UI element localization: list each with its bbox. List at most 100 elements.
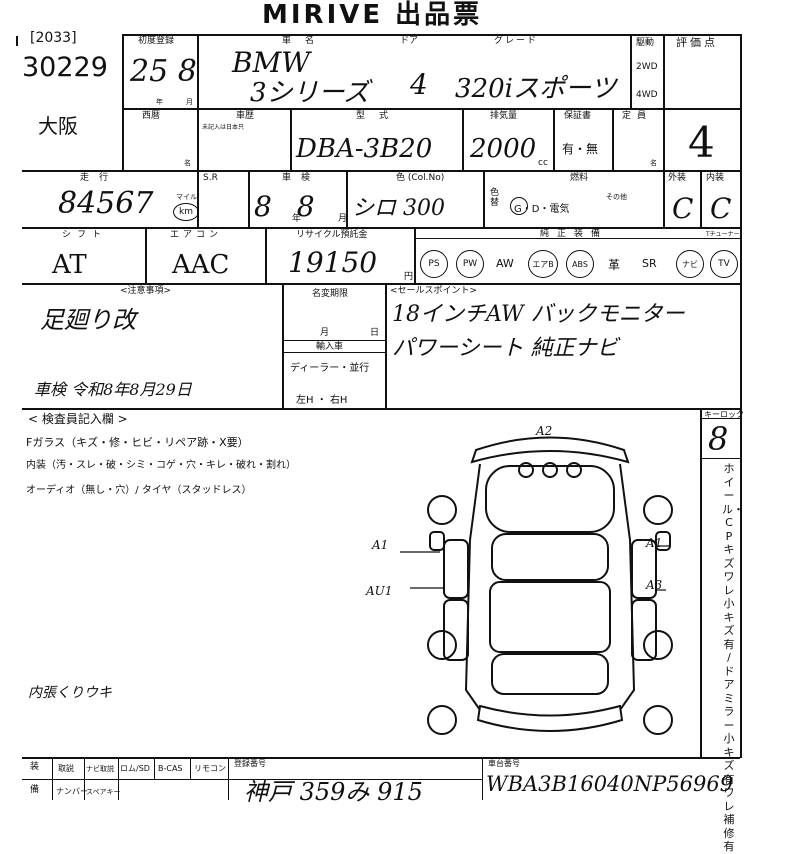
grid-line [228,757,229,800]
inspection-glass: Fガラス（キズ・修・ヒビ・リペア跡・X要） [26,436,249,449]
grid-line [612,108,614,170]
grid-line [145,227,147,283]
grid-line [282,283,284,408]
first-reg-value: 25 8 [130,54,197,89]
lot-number: 30229 [22,52,108,83]
shaken-label: 車検 [282,173,321,183]
chassis-value: WBA3B16040NP56969 [486,772,734,796]
wheel-spare-right [643,705,673,735]
nishiki-label: 西暦 [142,111,161,121]
equip-navi-mark: ナビ [676,250,704,278]
car-left-rear-door [443,599,469,661]
drive-4wd: 4WD [636,90,658,100]
wheel-front-center-c [566,462,582,478]
equip-pw-text: PW [462,259,478,269]
grid-line [22,779,482,780]
shift-value: AT [52,250,87,280]
warranty-value: 有・無 [562,142,599,156]
car-hood [485,465,615,533]
grid-line [122,108,740,110]
equip-ps-mark: PS [420,250,448,278]
grid-line [290,108,292,170]
wheel-front-center-b [542,462,558,478]
grid-line [248,170,250,227]
notes-label: <注意事項> [120,286,172,296]
footer-remote: リモコン [194,764,226,773]
grid-line [663,34,665,170]
grid-line [630,34,632,108]
grid-line [197,170,199,227]
grid-line [22,283,740,285]
equip-abs-mark: ABS [566,250,594,278]
grid-line [700,418,740,419]
displacement-unit: cc [538,158,548,168]
notes-shaken: 車検 令和8年8月29日 [34,380,192,399]
equip-sr-text: SR [642,257,657,270]
grid-line [385,283,387,408]
color-change-label: 色替 [490,188,500,208]
grid-line [52,757,53,800]
score-label: 評価点 [676,36,718,49]
sr-label: S.R [203,173,218,183]
katashiki-label: 型式 [356,111,403,121]
car-make: BMW [232,46,311,79]
meigi-day: 日 [370,328,380,338]
grid-line [197,34,199,171]
plate-value: 神戸 359み 915 [244,778,423,806]
equipment-label: 純正装備 [540,229,609,239]
footer-label-2: 備 [30,785,40,795]
car-roof [489,581,611,653]
grid-line [118,757,119,800]
shaken-month-unit: 月 [338,214,348,224]
meigi-label: 名変期限 [312,289,349,299]
fuel-other: その他 [606,193,627,201]
footer-label-1: 装 [30,762,40,772]
grid-line [740,34,742,758]
mileage-value: 84567 [58,186,154,221]
car-model: 3シリーズ [250,78,370,108]
grid-line [265,227,267,283]
grade-label: グレード [494,36,539,46]
car-rear-window [491,653,609,695]
grid-line [22,757,740,759]
grid-line [462,108,464,170]
grid-line [154,757,155,779]
keys-label: キーロック [704,410,744,419]
sales-line1: 18インチAW バックモニター [392,302,685,327]
car-diagram [400,436,673,735]
mileage-km-text: km [179,207,193,217]
equip-ps-text: PS [428,259,440,269]
grid-line [346,170,348,227]
shareki-unit: 名 [184,159,191,167]
drive-label: 駆動 [636,38,655,48]
tuner-label: Tチューナー [706,231,740,238]
first-reg-label: 初度登録 [138,36,175,46]
aircon-label: エアコン [170,230,223,240]
mileage-label: 走行 [80,173,119,183]
grid-line [482,757,483,800]
grid-line [22,227,740,229]
wheel-front-right [643,495,673,525]
grade-value: 320iスポーツ [455,74,617,104]
damage-top-mark: A2 [536,424,553,438]
equip-tv-text: TV [718,259,730,269]
damage-left-au1: AU1 [366,584,393,598]
grid-line [122,108,124,170]
car-windshield [491,533,609,581]
car-right-rear-door [631,599,657,661]
interior-label: 内装 [706,173,725,183]
grid-line [122,34,124,108]
grid-line [414,238,740,239]
equip-navi-text: ナビ [682,259,698,269]
displacement-label: 排気量 [490,111,518,121]
grid-line [84,757,85,800]
equip-aw-text: AW [496,257,514,270]
plate-label: 登録番号 [234,759,266,768]
inspection-interior: 内装（汚・スレ・破・シミ・コゲ・穴・キレ・破れ・割れ） [26,460,296,471]
equip-airbag-text: エアB [532,259,554,269]
color-label: 色 (Col.No) [396,173,445,183]
recycle-value: 19150 [288,246,378,279]
equip-abs-text: ABS [572,259,588,269]
chassis-label: 車台番号 [488,759,520,768]
aircon-value: AAC [172,250,230,280]
